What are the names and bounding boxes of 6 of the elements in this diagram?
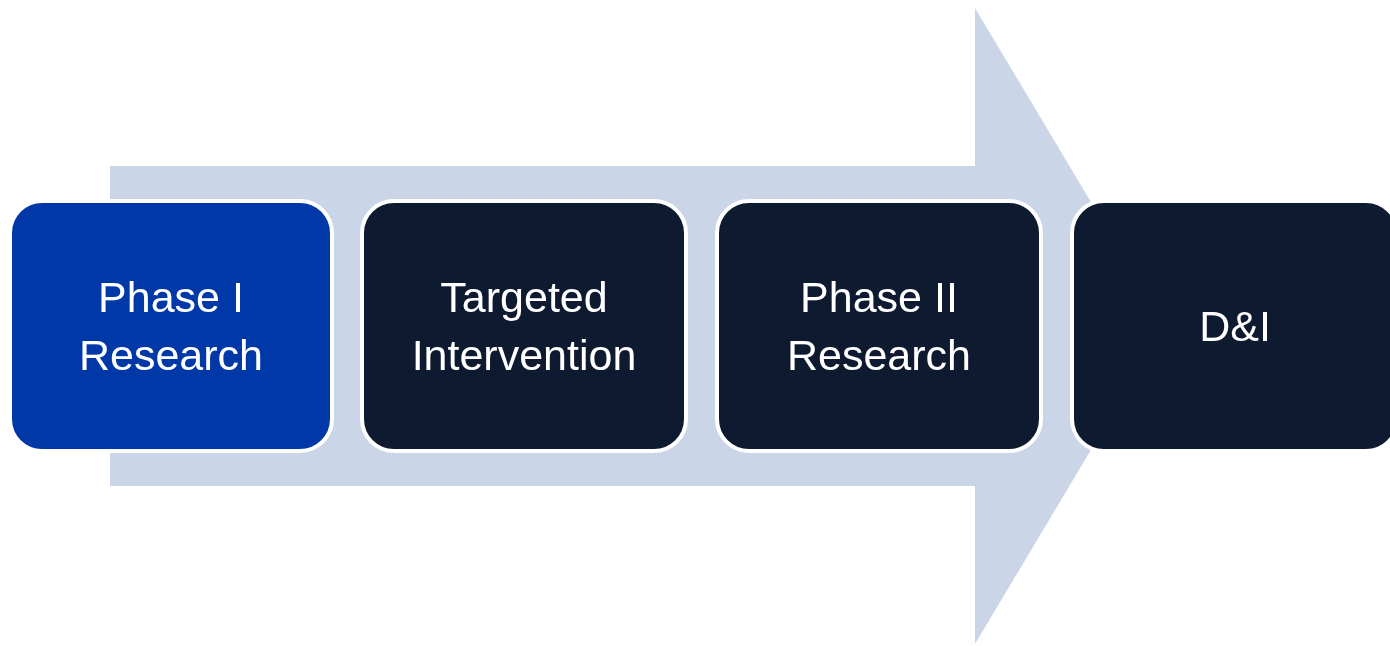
box-label: Phase I Research (78, 271, 264, 381)
box-label: Targeted Intervention (410, 271, 638, 381)
box-label: D&I (1199, 300, 1271, 352)
process-box (715, 199, 1043, 453)
box-label: Phase II Research (786, 271, 972, 381)
process-box (360, 199, 688, 453)
